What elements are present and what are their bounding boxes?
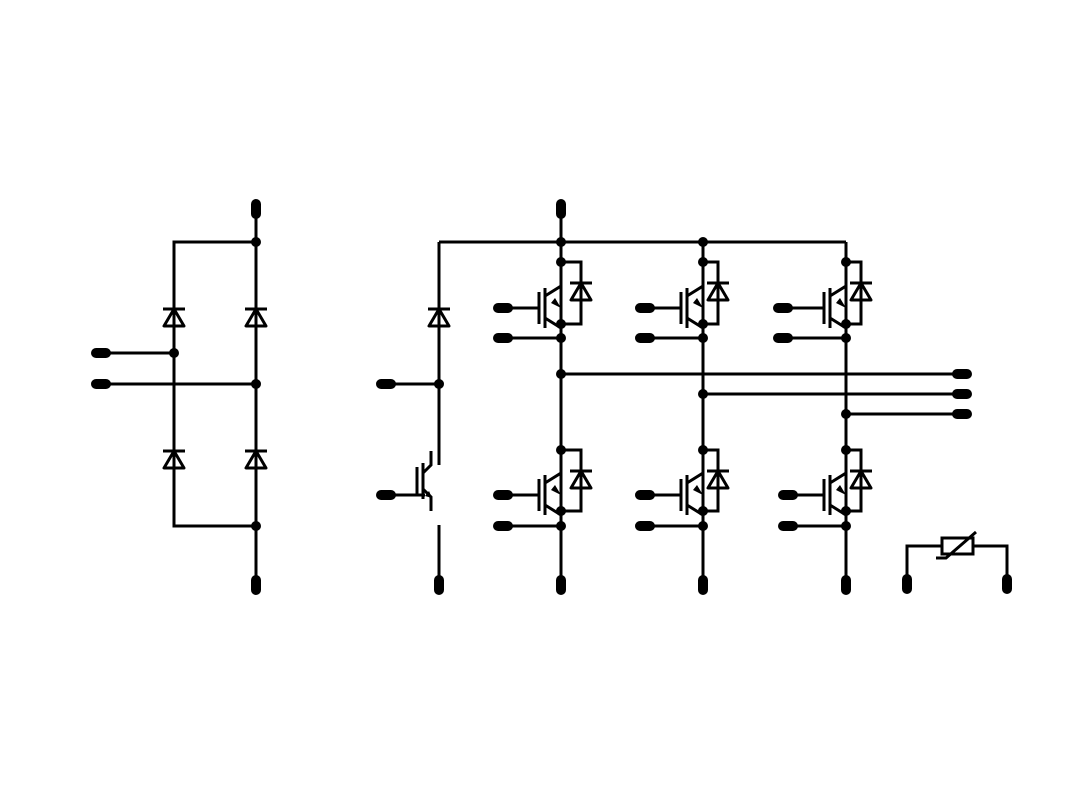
brake-igbt <box>415 449 434 513</box>
emitter-arrow <box>693 485 703 495</box>
brake-junction <box>434 379 444 389</box>
emitter-arrow <box>836 485 846 495</box>
inverter-leg-2-upper <box>645 260 720 340</box>
input-rectifier <box>100 208 258 585</box>
ntc-terminals <box>902 574 1012 594</box>
inverter-terminals <box>493 199 972 595</box>
inverter-leg-1-lower <box>503 448 583 528</box>
ntc-thermistor <box>905 530 1009 585</box>
emitter-arrow <box>551 485 561 495</box>
inverter-junctions <box>556 237 851 531</box>
inverter-leg-1-upper <box>503 260 583 340</box>
emitter-arrow <box>836 298 846 308</box>
rectifier-junctions <box>169 237 261 531</box>
brake-chopper <box>384 242 441 585</box>
rectifier-terminals <box>91 199 261 595</box>
brake-terminals <box>376 379 444 595</box>
emitter-arrow <box>693 298 703 308</box>
emitter-arrow <box>551 298 561 308</box>
